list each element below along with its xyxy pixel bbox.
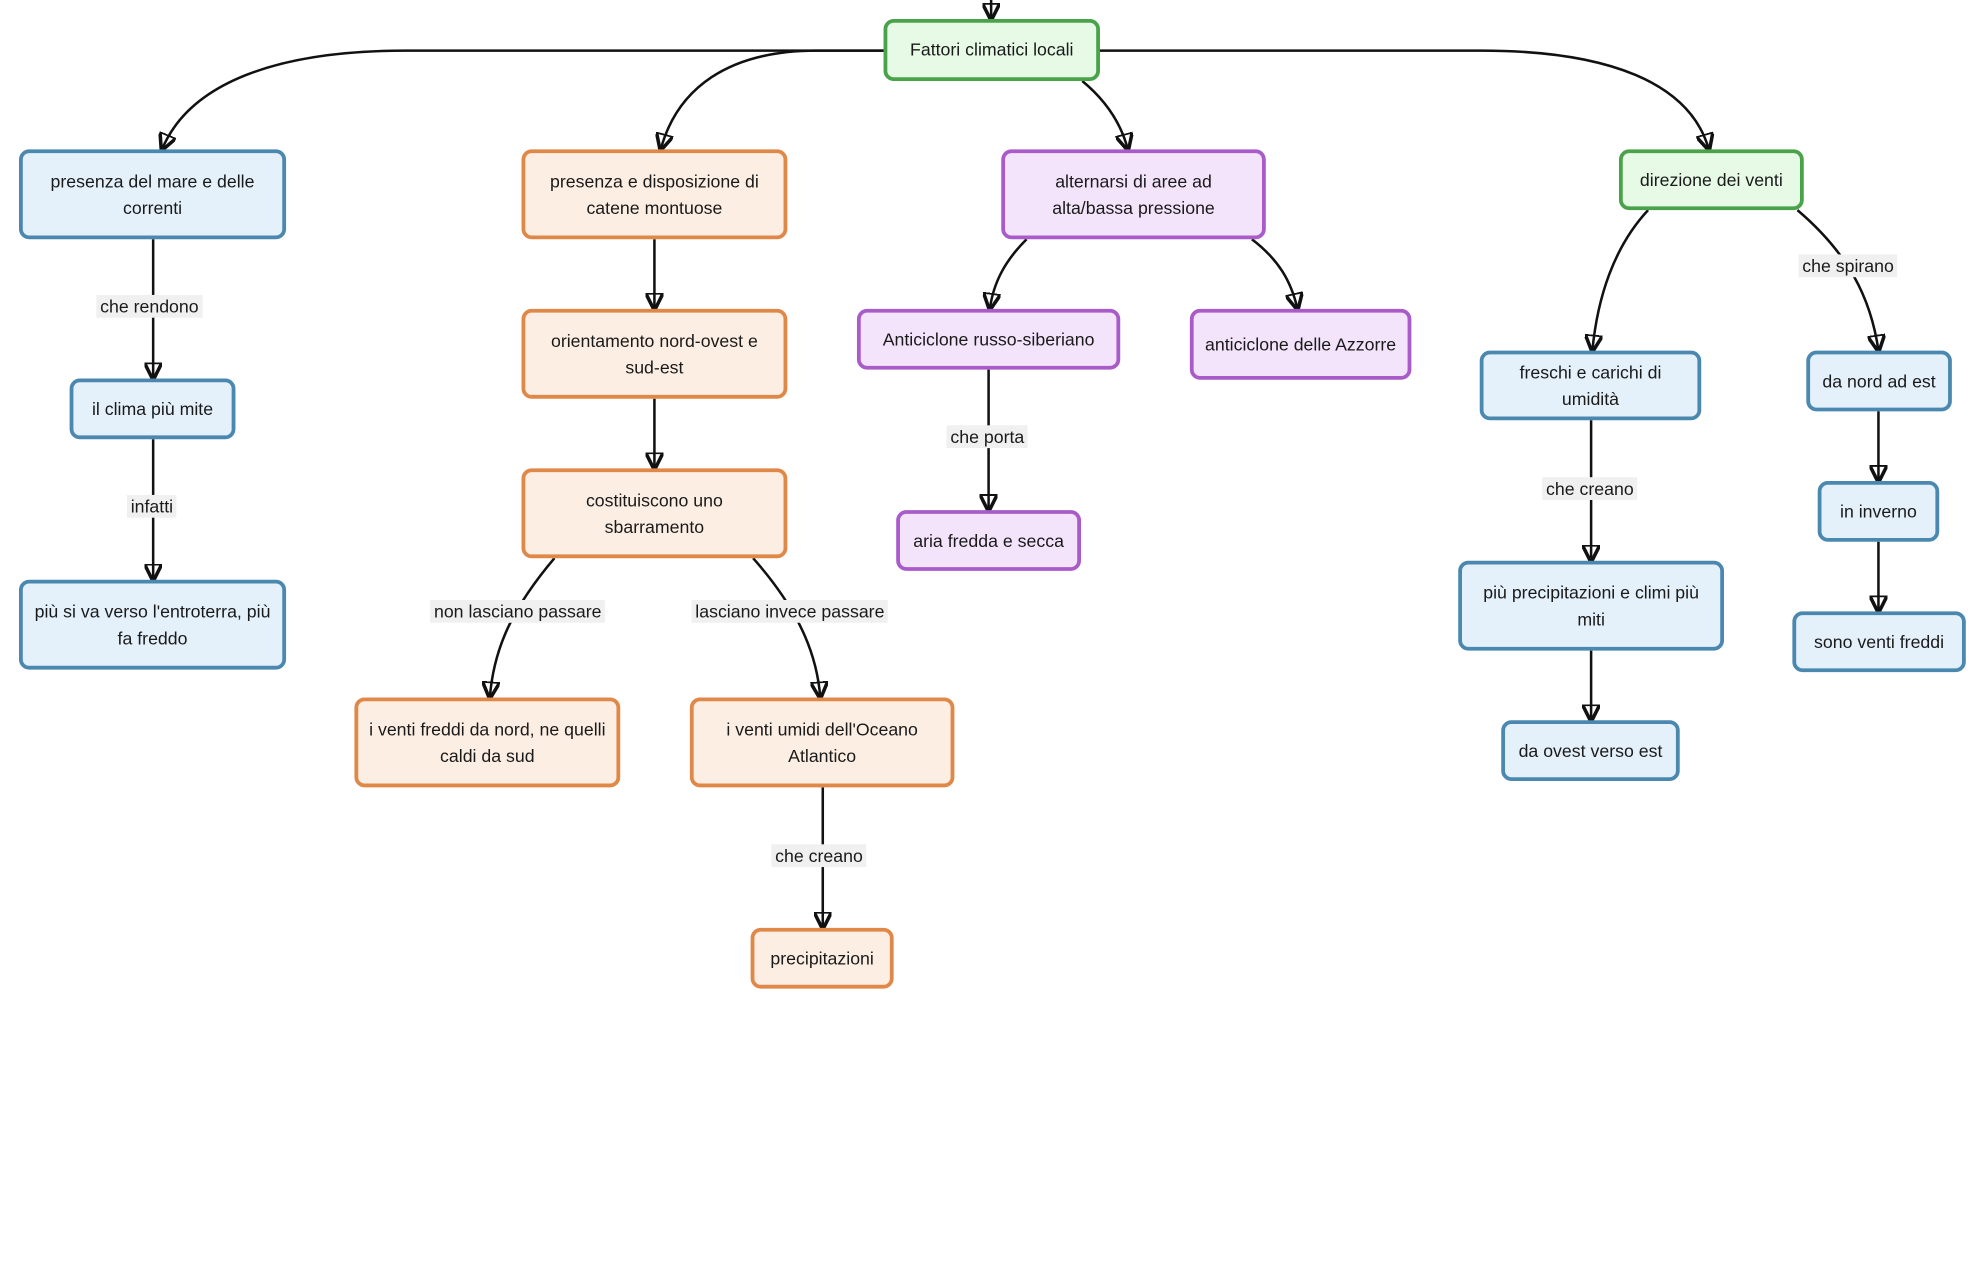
node-label: precipitazioni bbox=[770, 947, 874, 968]
node-label: anticiclone delle Azzorre bbox=[1205, 333, 1397, 354]
node-label: il clima più mite bbox=[91, 398, 214, 419]
edge-label-che-porta: che porta bbox=[946, 425, 1029, 449]
node-piu-precipitazioni: più precipitazioni e climi più miti bbox=[1458, 560, 1725, 651]
node-label: più precipitazioni e climi più miti bbox=[1483, 581, 1699, 629]
edge-label-che-creano: che creano bbox=[771, 844, 867, 868]
edge-label-lasciano-invece: lasciano invece passare bbox=[691, 599, 889, 623]
edge-direzione-nordest bbox=[1796, 209, 1878, 351]
node-catene-montuose: presenza e disposizione di catene montuo… bbox=[521, 149, 788, 240]
node-venti-freddi-nord: i venti freddi da nord, ne quelli caldi … bbox=[354, 697, 621, 788]
node-clima-mite: il clima più mite bbox=[69, 378, 236, 440]
node-label: i venti freddi da nord, ne quelli caldi … bbox=[369, 718, 606, 766]
node-anticiclone-russo: Anticiclone russo-siberiano bbox=[856, 308, 1121, 370]
edge-direzione-freschi bbox=[1592, 209, 1649, 351]
node-ovest-est: da ovest verso est bbox=[1501, 720, 1680, 781]
edge-label-che-creano-2: che creano bbox=[1542, 477, 1638, 500]
edge-root-pressione bbox=[1081, 80, 1128, 149]
node-nord-est: da nord ad est bbox=[1806, 350, 1952, 412]
node-in-inverno: in inverno bbox=[1817, 481, 1940, 542]
edge-label-non-lasciano: non lasciano passare bbox=[430, 599, 606, 623]
node-label: presenza e disposizione di catene montuo… bbox=[549, 170, 759, 218]
node-label: Fattori climatici locali bbox=[910, 39, 1074, 60]
node-aria-fredda: aria fredda e secca bbox=[896, 510, 1081, 571]
node-entroterra: più si va verso l'entroterra, più fa fre… bbox=[18, 579, 287, 670]
node-orientamento: orientamento nord-ovest e sud-est bbox=[521, 308, 788, 399]
edge-label-che-spirano: che spirano bbox=[1798, 254, 1898, 278]
node-venti-umidi: i venti umidi dell'Oceano Atlantico bbox=[689, 697, 955, 788]
node-label: in inverno bbox=[1840, 500, 1917, 521]
node-label: aria fredda e secca bbox=[913, 529, 1064, 550]
node-freschi-umidita: freschi e carichi di umidità bbox=[1479, 350, 1702, 421]
node-label: più si va verso l'entroterra, più fa fre… bbox=[34, 600, 271, 648]
edge-label-infatti: infatti bbox=[126, 494, 177, 518]
node-label: da ovest verso est bbox=[1518, 739, 1663, 761]
edge-sbarramento-ventiumidi bbox=[752, 557, 820, 697]
edge-root-direzione bbox=[1098, 49, 1709, 150]
node-label: direzione dei venti bbox=[1639, 168, 1783, 190]
node-label: presenza del mare e delle correnti bbox=[50, 170, 255, 218]
node-label: i venti umidi dell'Oceano Atlantico bbox=[726, 718, 918, 766]
node-sbarramento: costituiscono uno sbarramento bbox=[521, 468, 788, 559]
node-label: Anticiclone russo-siberiano bbox=[882, 328, 1095, 349]
edge-root-mare bbox=[162, 49, 884, 150]
node-alta-bassa-pressione: alternarsi di aree ad alta/bassa pressio… bbox=[1001, 149, 1266, 240]
node-presenza-mare: presenza del mare e delle correnti bbox=[18, 149, 287, 240]
edge-sbarramento-ventifreddi bbox=[490, 557, 556, 697]
edge-label-che-rendono: che rendono bbox=[96, 294, 203, 318]
node-precipitazioni: precipitazioni bbox=[750, 927, 894, 989]
edge-pressione-russo bbox=[990, 238, 1028, 309]
node-label: orientamento nord-ovest e sud-est bbox=[550, 329, 758, 377]
node-fattori-climatici-locali: Fattori climatici locali bbox=[883, 18, 1100, 82]
node-venti-freddi: sono venti freddi bbox=[1792, 611, 1966, 673]
node-label: alternarsi di aree ad alta/bassa pressio… bbox=[1052, 170, 1215, 218]
node-direzione-venti: direzione dei venti bbox=[1618, 149, 1804, 211]
node-label: da nord ad est bbox=[1822, 370, 1936, 391]
node-label: freschi e carichi di umidità bbox=[1519, 361, 1662, 409]
edge-pressione-azzorre bbox=[1251, 238, 1298, 309]
node-label: costituiscono uno sbarramento bbox=[585, 489, 723, 537]
node-label: sono venti freddi bbox=[1814, 631, 1945, 652]
edge-root-catene bbox=[661, 49, 884, 150]
node-anticiclone-azzorre: anticiclone delle Azzorre bbox=[1189, 308, 1412, 380]
